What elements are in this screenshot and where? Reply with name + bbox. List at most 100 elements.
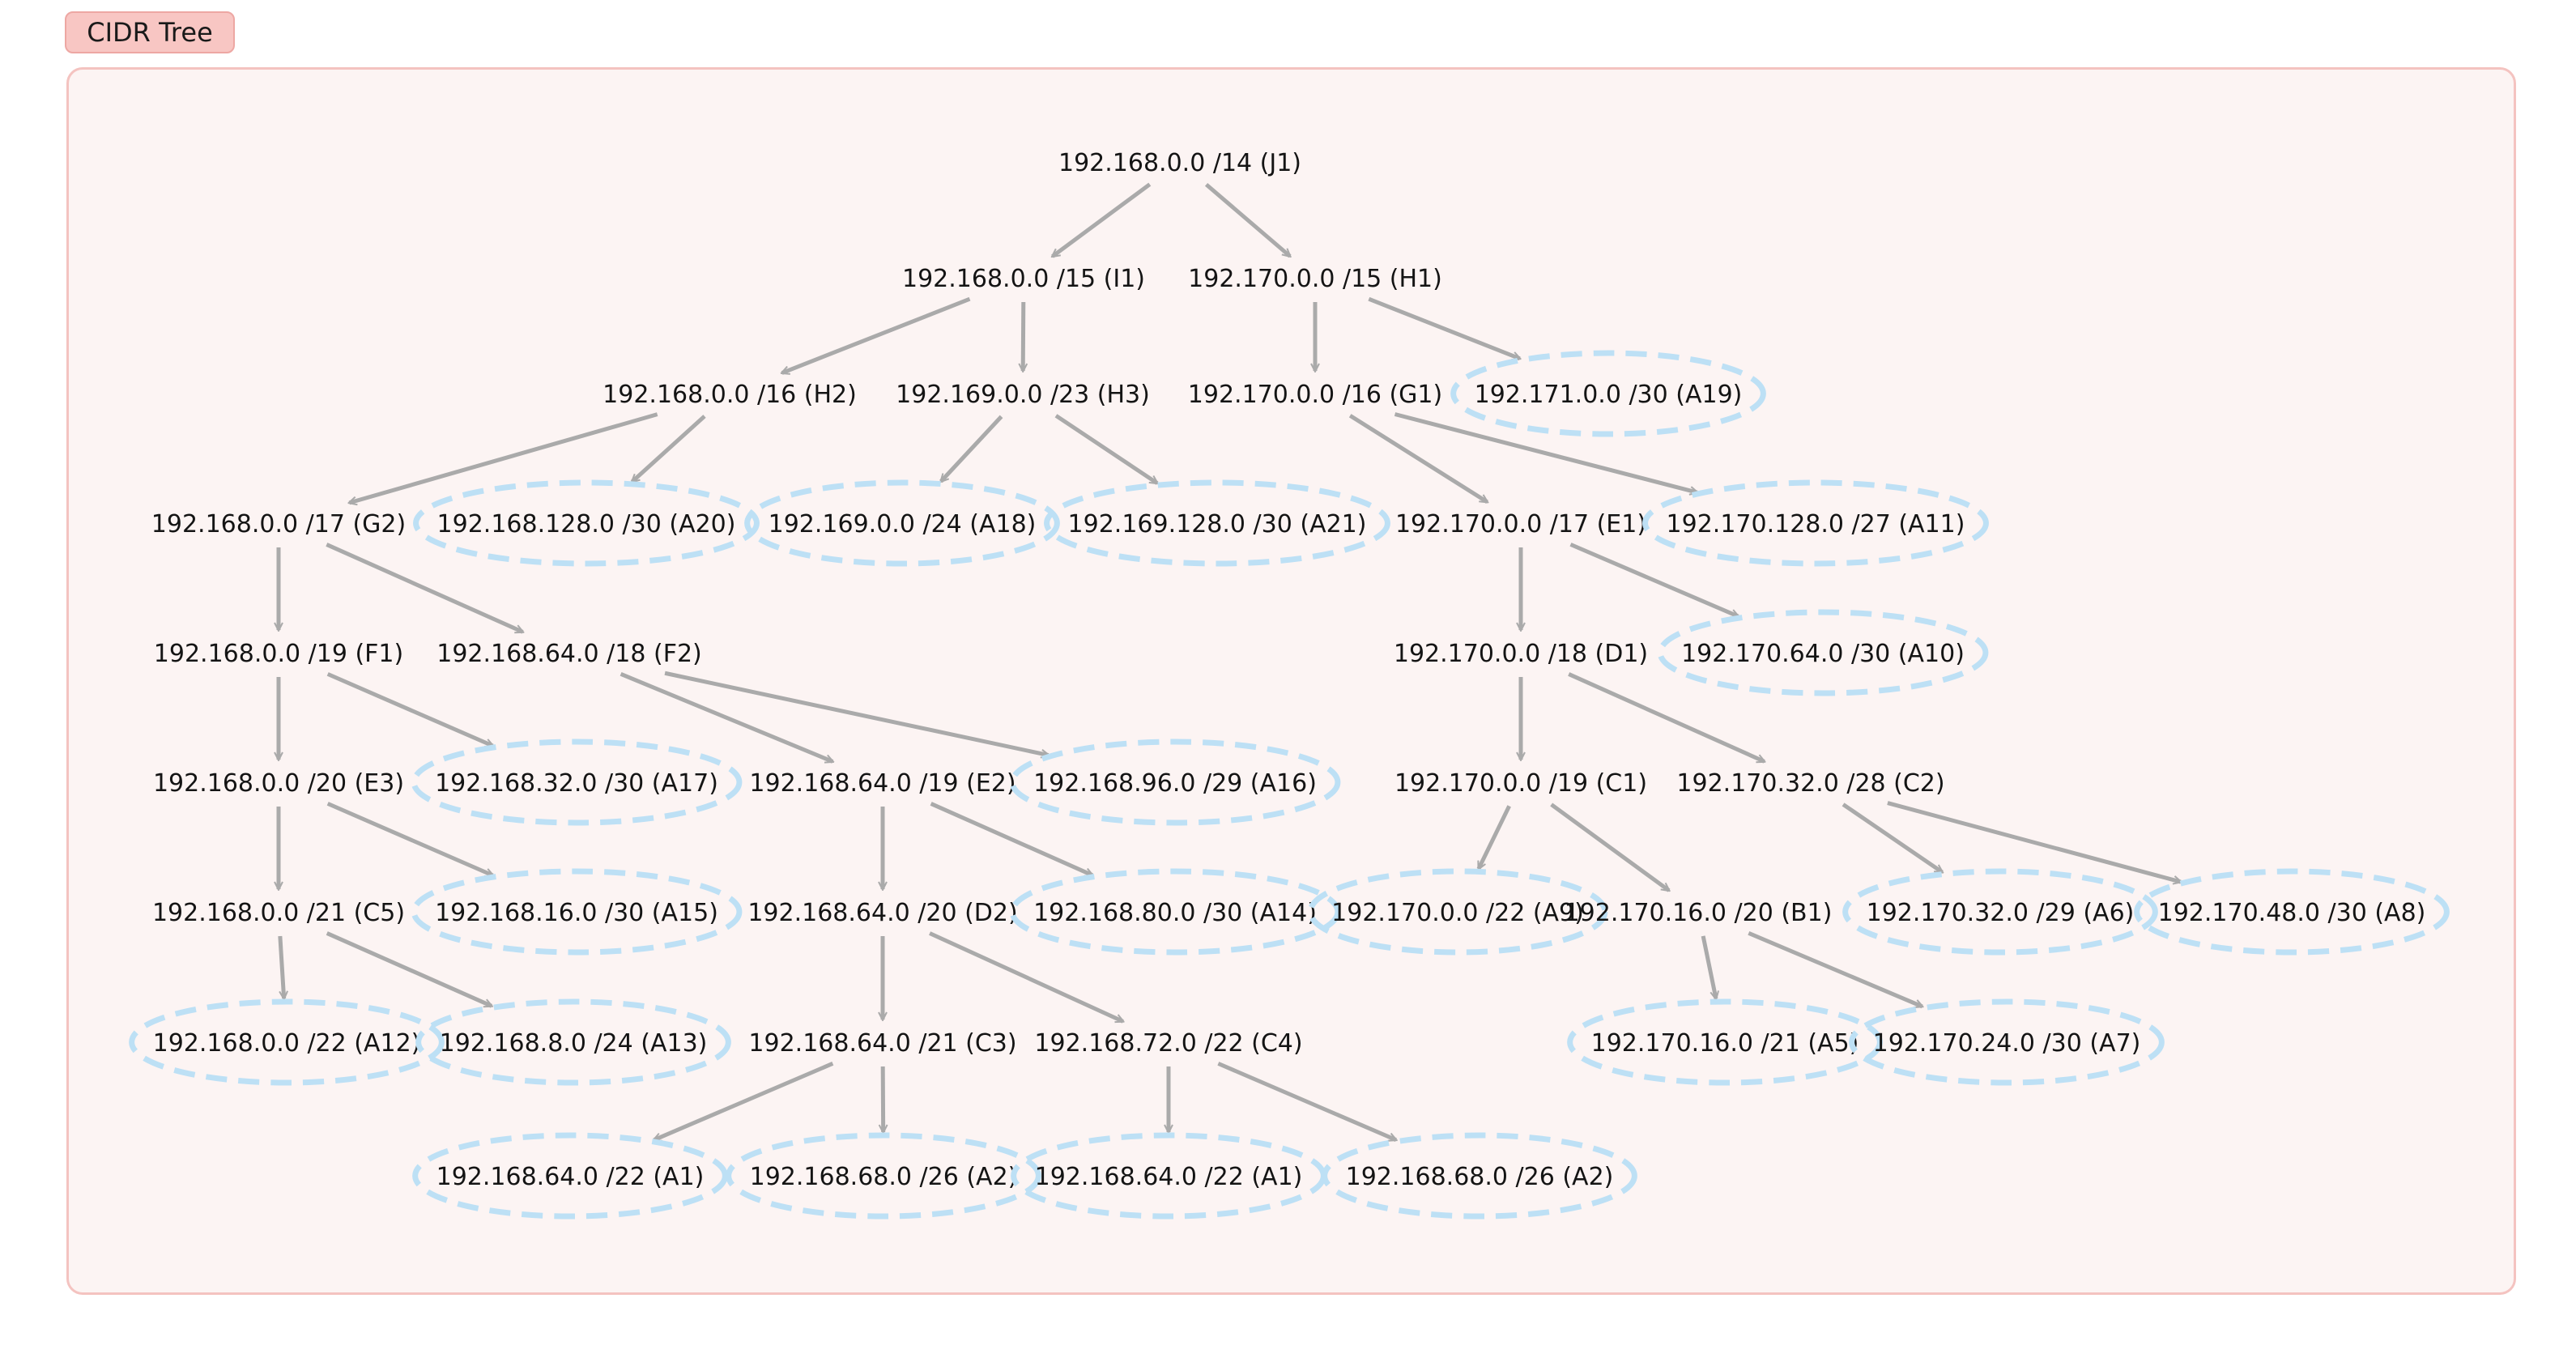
leaf-outline	[411, 739, 743, 826]
edge-c5-a13	[326, 931, 492, 1008]
subnet-node-e1: 192.170.0.0 /17 (E1)	[1395, 510, 1646, 539]
leaf-node-a1b: 192.168.64.0 /22 (A1)	[1011, 1132, 1326, 1220]
leaf-node-a14: 192.168.80.0 /30 (A14)	[1009, 868, 1341, 956]
leaf-outline	[1009, 868, 1341, 956]
node-label: 192.170.16.0 /20 (B1)	[1565, 899, 1833, 927]
edge-b1-a5	[1701, 935, 1716, 998]
diagram-frame	[66, 67, 2516, 1295]
edge-f2-a16	[664, 670, 1049, 755]
leaf-node-a21: 192.169.128.0 /30 (A21)	[1044, 479, 1390, 567]
edge-i1-h2	[782, 296, 971, 372]
subnet-node-h1: 192.170.0.0 /15 (H1)	[1188, 265, 1442, 293]
leaf-node-a15: 192.168.16.0 /30 (A15)	[411, 868, 743, 956]
subnet-node-f1: 192.168.0.0 /19 (F1)	[154, 640, 403, 668]
subnet-node-c5: 192.168.0.0 /21 (C5)	[152, 899, 405, 927]
leaf-outline	[1009, 739, 1341, 826]
edge-c3-a1a	[654, 1062, 834, 1143]
subnet-node-c3: 192.168.64.0 /21 (C3)	[748, 1029, 1016, 1058]
node-label: 192.168.64.0 /20 (D2)	[747, 899, 1017, 927]
subnet-node-c2: 192.170.32.0 /28 (C2)	[1676, 769, 1944, 798]
edge-b1-a7	[1748, 931, 1922, 1009]
leaf-node-a16: 192.168.96.0 /29 (A16)	[1009, 739, 1341, 826]
leaf-outline	[413, 479, 760, 567]
edge-c2-a6	[1842, 802, 1942, 875]
node-label: 192.170.0.0 /15 (H1)	[1188, 265, 1442, 293]
edge-c1-b1	[1550, 802, 1669, 892]
node-label: 192.168.0.0 /22 (A12)	[153, 1029, 421, 1058]
node-label: 192.170.16.0 /21 (A5)	[1591, 1029, 1859, 1058]
subnet-node-c4: 192.168.72.0 /22 (C4)	[1034, 1029, 1302, 1058]
leaf-node-a9: 192.170.0.0 /22 (A9)	[1307, 868, 1608, 956]
subnet-node-d1: 192.170.0.0 /18 (D1)	[1394, 640, 1648, 668]
node-label: 192.169.0.0 /24 (A18)	[769, 510, 1037, 539]
subnet-node-g1: 192.170.0.0 /16 (G1)	[1188, 381, 1442, 409]
node-label: 192.170.64.0 /30 (A10)	[1681, 640, 1965, 668]
subnet-node-f2: 192.168.64.0 /18 (F2)	[436, 640, 702, 668]
node-label: 192.168.80.0 /30 (A14)	[1033, 899, 1317, 927]
leaf-node-a5: 192.170.16.0 /21 (A5)	[1567, 998, 1883, 1086]
edge-c2-a8	[1887, 801, 2181, 883]
leaf-outline	[1642, 479, 1989, 567]
node-label: 192.168.0.0 /20 (E3)	[153, 769, 404, 798]
leaf-node-a13: 192.168.8.0 /24 (A13)	[415, 998, 731, 1086]
leaf-node-a11: 192.170.128.0 /27 (A11)	[1642, 479, 1989, 567]
edge-g2-f2	[326, 543, 522, 634]
node-label: 192.168.64.0 /22 (A1)	[1035, 1163, 1303, 1191]
node-label: 192.170.0.0 /17 (E1)	[1395, 510, 1646, 539]
leaf-node-a7: 192.170.24.0 /30 (A7)	[1849, 998, 2165, 1086]
node-label: 192.168.72.0 /22 (C4)	[1034, 1029, 1302, 1058]
leaf-outline	[726, 1132, 1041, 1220]
edge-h3-a18	[941, 415, 1003, 481]
node-label: 192.168.32.0 /30 (A17)	[435, 769, 718, 798]
subnet-node-h2: 192.168.0.0 /16 (H2)	[602, 381, 857, 409]
edge-e2-a14	[930, 802, 1092, 878]
node-label: 192.168.0.0 /19 (F1)	[154, 640, 403, 668]
leaf-outline	[1307, 868, 1608, 956]
node-label: 192.170.128.0 /27 (A11)	[1667, 510, 1965, 539]
node-label: 192.168.96.0 /29 (A16)	[1033, 769, 1317, 798]
edge-c4-a2b	[1217, 1062, 1396, 1142]
node-label: 192.168.68.0 /26 (A2)	[1346, 1163, 1614, 1191]
node-label: 192.169.128.0 /30 (A21)	[1068, 510, 1367, 539]
edge-d1-c2	[1568, 672, 1764, 764]
edge-j1-i1	[1053, 182, 1152, 258]
node-label: 192.169.0.0 /23 (H3)	[896, 381, 1150, 409]
leaf-outline	[1567, 998, 1883, 1086]
leaf-node-a2a: 192.168.68.0 /26 (A2)	[726, 1132, 1041, 1220]
leaf-outline	[744, 479, 1060, 567]
leaf-node-a1a: 192.168.64.0 /22 (A1)	[412, 1132, 728, 1220]
edge-c5-a12	[278, 935, 284, 998]
node-label: 192.168.64.0 /18 (F2)	[436, 640, 702, 668]
leaf-outline	[415, 998, 731, 1086]
node-label: 192.170.0.0 /18 (D1)	[1394, 640, 1648, 668]
leaf-node-a12: 192.168.0.0 /22 (A12)	[129, 998, 445, 1086]
leaf-node-a17: 192.168.32.0 /30 (A17)	[411, 739, 743, 826]
subnet-node-e2: 192.168.64.0 /19 (E2)	[749, 769, 1015, 798]
diagram-title: CIDR Tree	[65, 11, 235, 53]
node-label: 192.170.48.0 /30 (A8)	[2158, 899, 2426, 927]
node-label: 192.168.64.0 /19 (E2)	[749, 769, 1015, 798]
node-label: 192.168.0.0 /17 (G2)	[151, 510, 406, 539]
edge-c1-a9	[1476, 805, 1511, 868]
nodes: 192.168.0.0 /14 (J1)192.168.0.0 /15 (I1)…	[129, 149, 2450, 1220]
node-label: 192.168.8.0 /24 (A13)	[440, 1029, 708, 1058]
node-label: 192.168.0.0 /15 (I1)	[902, 265, 1145, 293]
node-label: 192.170.32.0 /28 (C2)	[1676, 769, 1944, 798]
node-label: 192.171.0.0 /30 (A19)	[1475, 381, 1743, 409]
edge-e3-a15	[326, 802, 493, 878]
node-label: 192.168.64.0 /22 (A1)	[436, 1163, 705, 1191]
leaf-node-a18: 192.169.0.0 /24 (A18)	[744, 479, 1060, 567]
leaf-outline	[2134, 868, 2450, 956]
subnet-node-i1: 192.168.0.0 /15 (I1)	[902, 265, 1145, 293]
subnet-node-d2: 192.168.64.0 /20 (D2)	[747, 899, 1017, 927]
leaf-outline	[1842, 868, 2158, 956]
edge-f1-a17	[326, 672, 493, 748]
leaf-outline	[412, 1132, 728, 1220]
edge-i1-h3	[1023, 301, 1024, 371]
leaf-outline	[411, 868, 743, 956]
leaf-outline	[1044, 479, 1390, 567]
edge-h1-a19	[1368, 296, 1519, 359]
edges	[278, 182, 2181, 1143]
edge-h2-g2	[349, 412, 658, 503]
node-label: 192.170.32.0 /29 (A6)	[1867, 899, 2135, 927]
